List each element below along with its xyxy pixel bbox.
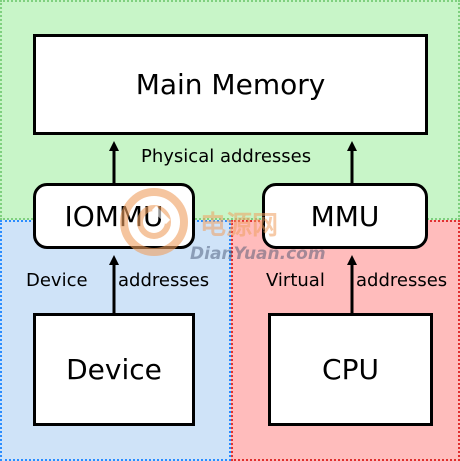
- virtual-addresses-suffix-label: addresses: [356, 270, 448, 291]
- watermark-cn-text: 电源网: [200, 211, 279, 241]
- watermark-logo-icon: [120, 188, 188, 256]
- device-addresses-suffix-label: addresses: [118, 270, 210, 291]
- iommu-label: IOMMU: [64, 199, 164, 233]
- mmu-box: MMU: [262, 183, 428, 249]
- device-box: Device: [33, 313, 195, 426]
- cpu-box: CPU: [268, 313, 433, 426]
- main-memory-box: Main Memory: [33, 34, 428, 135]
- cpu-label: CPU: [322, 353, 379, 386]
- mmu-label: MMU: [310, 199, 380, 233]
- virtual-addresses-prefix-label: Virtual: [266, 270, 325, 291]
- device-addresses-prefix-label: Device: [26, 270, 88, 291]
- main-memory-label: Main Memory: [135, 68, 326, 101]
- device-label: Device: [66, 353, 162, 386]
- physical-addresses-label: Physical addresses: [141, 146, 312, 167]
- watermark-url-text: DianYuan.com: [190, 244, 326, 264]
